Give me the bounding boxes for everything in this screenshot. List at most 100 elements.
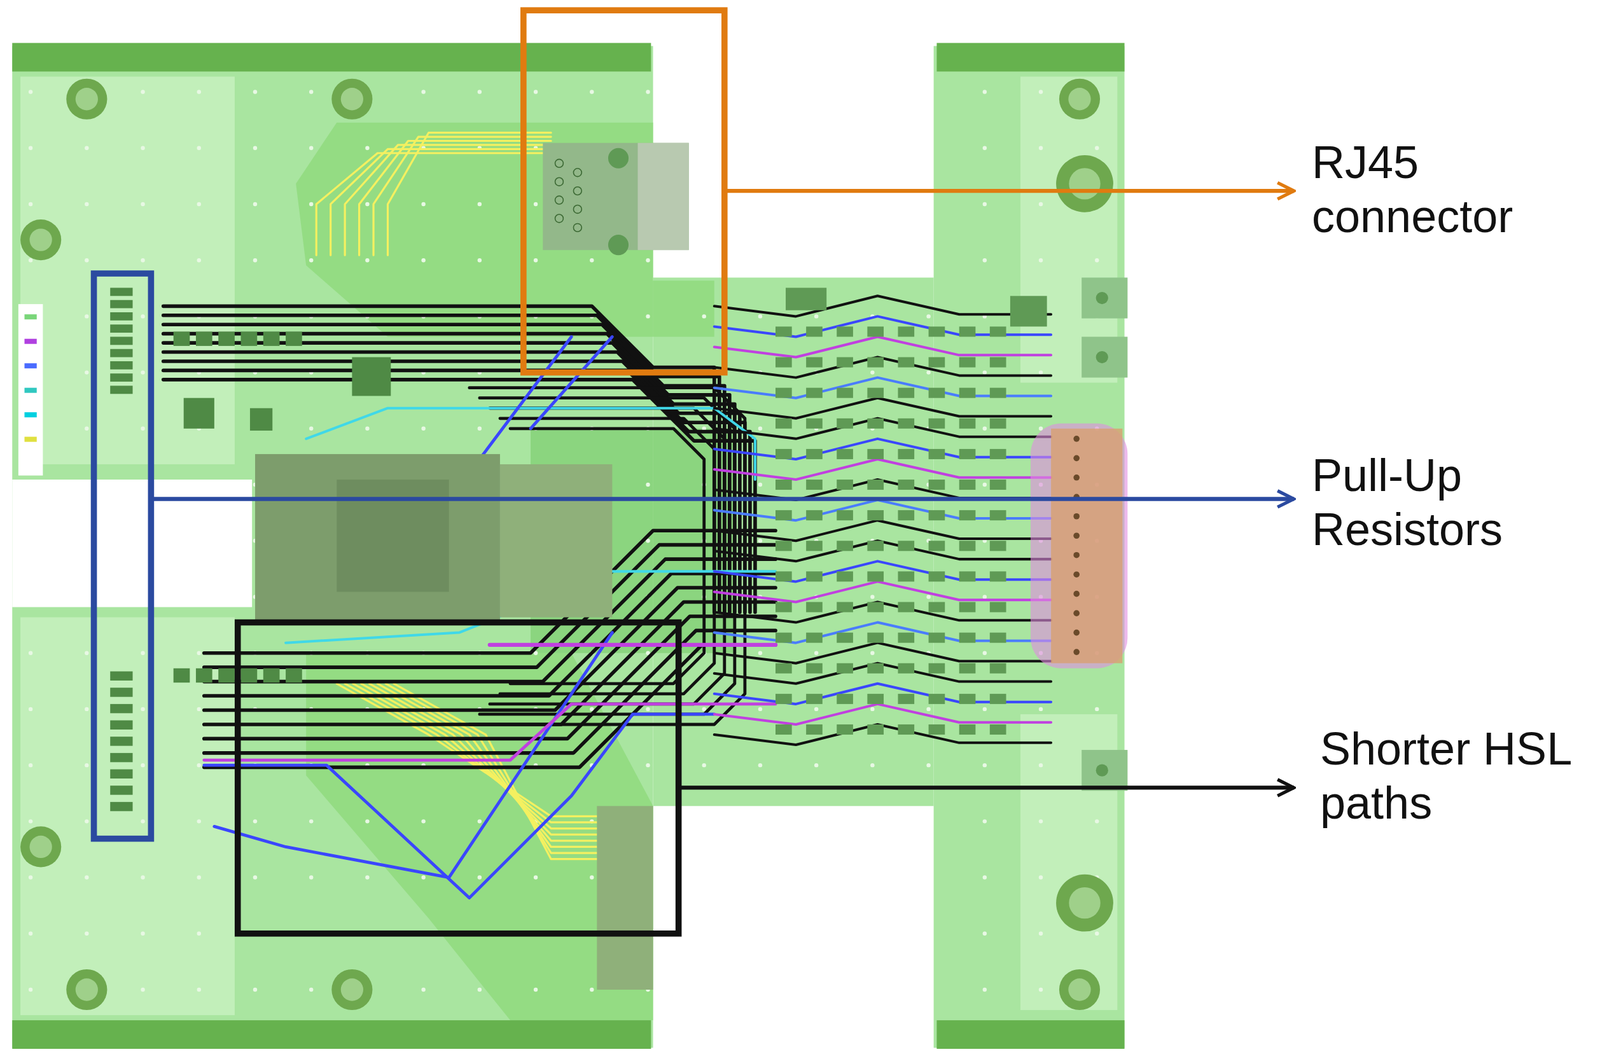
smd-component bbox=[775, 326, 793, 337]
via bbox=[28, 987, 33, 992]
highlight-box bbox=[523, 10, 725, 373]
layer-swatch bbox=[24, 339, 37, 345]
callout-label: RJ45 connector bbox=[1311, 135, 1592, 244]
smd-component bbox=[218, 331, 235, 346]
smd-component bbox=[775, 357, 793, 368]
via bbox=[253, 875, 258, 880]
via bbox=[197, 258, 202, 263]
via bbox=[533, 875, 538, 880]
smd-component bbox=[285, 668, 303, 683]
layer-swatch bbox=[24, 388, 37, 394]
via bbox=[1038, 258, 1043, 263]
via bbox=[814, 763, 819, 768]
via bbox=[253, 258, 258, 263]
mounting-hole bbox=[1068, 87, 1091, 111]
connector-pin bbox=[1073, 648, 1080, 656]
connector-pin bbox=[1073, 532, 1080, 539]
pull-up-resistor bbox=[110, 704, 133, 714]
smd-component bbox=[836, 449, 854, 460]
pcb-trace bbox=[714, 561, 1051, 582]
connector-pin bbox=[1073, 571, 1080, 578]
test-pad bbox=[1096, 292, 1109, 305]
smd-component bbox=[263, 331, 280, 346]
mounting-hole bbox=[1056, 155, 1114, 213]
board-region bbox=[933, 45, 1125, 1048]
smd-component bbox=[959, 479, 976, 490]
copper-pour bbox=[306, 653, 653, 1021]
via bbox=[421, 258, 425, 263]
pull-up-resistor bbox=[110, 385, 133, 394]
smd-component bbox=[928, 510, 946, 521]
test-pad bbox=[1081, 277, 1128, 319]
connector-pin bbox=[1073, 629, 1080, 637]
smd-component bbox=[989, 663, 1007, 674]
smd-component bbox=[989, 326, 1007, 337]
smd-component bbox=[989, 510, 1007, 521]
via bbox=[365, 258, 369, 263]
callout-label: Pull-Up Resistors bbox=[1311, 448, 1592, 557]
smd-component bbox=[989, 724, 1007, 735]
smd-component bbox=[897, 663, 915, 674]
smd-component bbox=[928, 633, 946, 644]
mounting-hole bbox=[20, 219, 62, 261]
smd-component bbox=[775, 694, 793, 705]
pcb-trace bbox=[714, 500, 1051, 521]
smd-component bbox=[897, 601, 915, 613]
smd-component bbox=[897, 326, 915, 337]
via bbox=[84, 314, 89, 319]
via bbox=[982, 146, 987, 151]
smd-component bbox=[806, 633, 823, 644]
pcb-trace bbox=[204, 704, 776, 761]
smd-component bbox=[959, 694, 976, 705]
smd-component bbox=[959, 663, 976, 674]
via bbox=[309, 89, 314, 94]
pull-up-resistor bbox=[110, 300, 133, 309]
via bbox=[84, 202, 89, 207]
via bbox=[758, 650, 763, 655]
via bbox=[84, 650, 89, 655]
via bbox=[477, 987, 482, 992]
smd-component bbox=[959, 418, 976, 429]
via bbox=[477, 875, 482, 880]
smd-component bbox=[959, 449, 976, 460]
smd-component bbox=[959, 571, 976, 582]
via bbox=[309, 875, 314, 880]
via bbox=[870, 370, 875, 375]
smd-component bbox=[897, 633, 915, 644]
rj45-pin bbox=[573, 223, 582, 232]
via bbox=[758, 538, 763, 543]
via bbox=[1094, 707, 1099, 712]
via bbox=[645, 482, 650, 487]
via bbox=[84, 426, 89, 431]
connector-pin bbox=[1073, 455, 1080, 462]
via bbox=[309, 202, 314, 207]
via bbox=[870, 594, 875, 599]
smd-component bbox=[867, 388, 884, 399]
smd-component bbox=[806, 449, 823, 460]
via bbox=[28, 763, 33, 768]
pull-up-resistor bbox=[110, 361, 133, 370]
via bbox=[84, 875, 89, 880]
smd-component bbox=[836, 663, 854, 674]
mounting-hole bbox=[1068, 167, 1100, 200]
via bbox=[645, 258, 650, 263]
via bbox=[140, 875, 145, 880]
pcb-trace bbox=[714, 377, 1051, 399]
smd-component bbox=[959, 633, 976, 644]
via bbox=[309, 987, 314, 992]
pcb-trace bbox=[714, 459, 1051, 480]
via bbox=[589, 875, 594, 880]
pull-up-resistor bbox=[110, 336, 133, 345]
smd-component bbox=[897, 357, 915, 368]
via bbox=[702, 314, 707, 319]
pcb-trace bbox=[714, 683, 1051, 705]
via bbox=[533, 987, 538, 992]
via bbox=[982, 763, 987, 768]
connector-pin bbox=[1073, 552, 1080, 559]
smd-component bbox=[989, 571, 1007, 582]
components bbox=[110, 143, 1128, 990]
leader-arrow bbox=[678, 785, 1294, 790]
via bbox=[140, 146, 145, 151]
via bbox=[926, 763, 931, 768]
ic-component bbox=[183, 398, 215, 429]
